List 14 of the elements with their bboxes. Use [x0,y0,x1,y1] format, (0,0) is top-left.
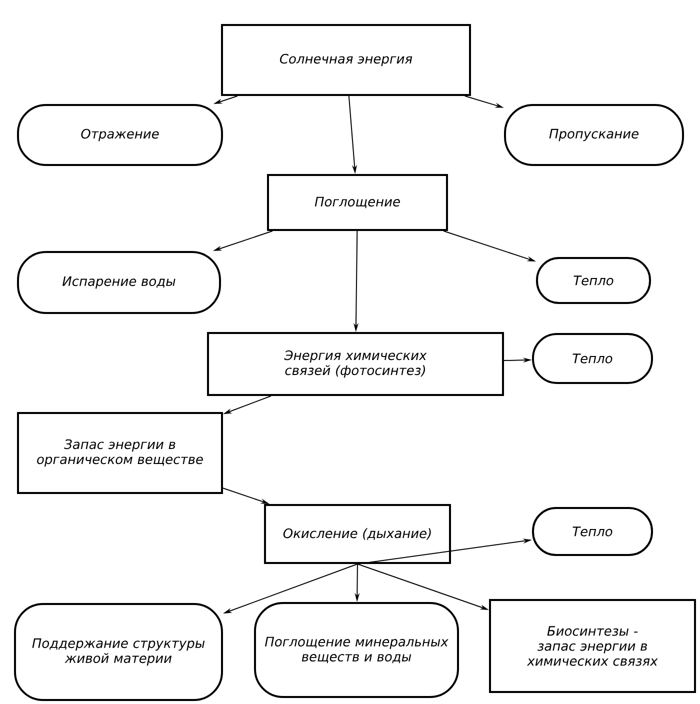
process-box: Биосинтезы - запас энергии в химических связях [489,599,696,693]
process-box: Поглощение [267,174,448,231]
rounded-box: Отражение [17,104,223,166]
rounded-box: Пропускание [504,104,684,166]
process-box: Окисление (дыхание) [264,504,451,564]
rounded-box: Тепло [532,507,653,556]
process-box: Солнечная энергия [221,24,471,96]
process-box: Энергия химических связей (фотосинтез) [207,332,504,396]
process-box: Запас энергии в органическом веществе [17,412,223,494]
rounded-box: Поддержание структуры живой материи [14,603,223,701]
rounded-box: Тепло [532,333,653,384]
rounded-box: Тепло [536,257,651,304]
rounded-box: Поглощение минеральных веществ и воды [254,602,459,698]
rounded-box: Испарение воды [17,251,221,314]
